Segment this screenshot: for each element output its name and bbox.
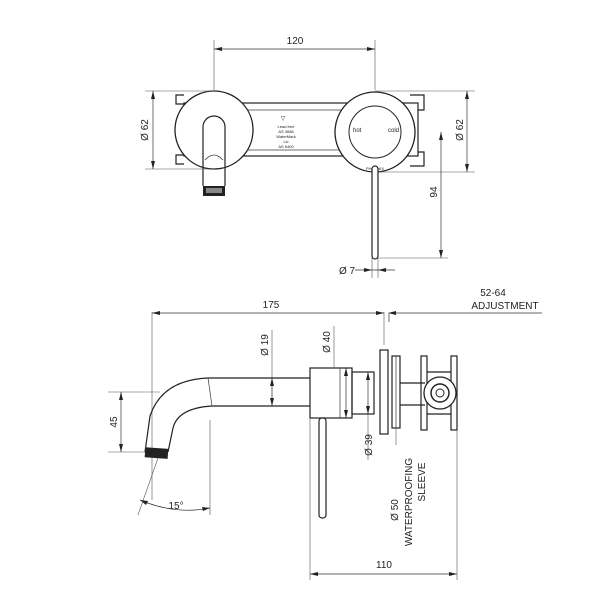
- dim-text-15: 15°: [168, 501, 183, 512]
- arrow-45-bottom: [119, 444, 123, 452]
- arrow-39-top: [366, 372, 370, 380]
- arrow-40-top: [344, 368, 348, 376]
- dim-text-94: 94: [429, 186, 440, 198]
- spout-top-view: [202, 115, 226, 186]
- arrow-110-left: [310, 572, 318, 576]
- side-view: 52-64 ADJUSTMENT 175: [108, 288, 542, 580]
- dim-text-120: 120: [287, 36, 304, 47]
- arrow-15-left: [140, 500, 148, 505]
- dim-text-45: 45: [109, 416, 120, 428]
- valve-core: [430, 383, 450, 403]
- arrow-adj-left: [388, 311, 396, 315]
- arrow-110-right: [449, 572, 457, 576]
- cert-line-1: Lead free: [278, 124, 296, 129]
- spout-nozzle: [144, 447, 169, 459]
- spout-joint: [207, 377, 213, 407]
- arrow-19-top: [270, 378, 274, 386]
- angle-ref-slanted: [137, 457, 159, 516]
- bracket-tab-left-bottom: [175, 154, 184, 165]
- mixer-escutcheon-side: [379, 349, 389, 435]
- lever-handle-side: [318, 417, 327, 519]
- lever-handle: [371, 165, 379, 260]
- waterproofing-label: WATERPROOFING: [404, 458, 415, 547]
- spout-outlet-inner: [206, 188, 222, 193]
- dim-text-110: 110: [376, 560, 392, 571]
- arrow-40-bottom: [344, 410, 348, 418]
- cert-logo: ▽: [281, 116, 286, 122]
- valve-body: [423, 376, 457, 410]
- cert-line-4: Lic: [283, 139, 288, 144]
- bracket-tab-left: [175, 94, 184, 105]
- dim-text-62r: Ø 62: [455, 119, 466, 141]
- dim-text-39: Ø 39: [364, 434, 375, 456]
- mixer-collar: [351, 371, 375, 415]
- cold-label: cold: [388, 128, 399, 134]
- arrow-175-left: [152, 311, 160, 315]
- cert-line-3: WaterMark: [276, 134, 295, 139]
- sleeve-label: SLEEVE: [417, 462, 428, 501]
- arrow-120-right: [367, 47, 375, 51]
- dim-text-50: Ø 50: [390, 499, 401, 521]
- arrow-94-bottom: [439, 250, 443, 258]
- adjustment-range: 52-64: [480, 288, 506, 299]
- valve-core-inner: [435, 388, 445, 398]
- mixer-escutcheon: [334, 91, 416, 173]
- spout-escutcheon: [174, 90, 254, 170]
- cert-line-5: AS 6400: [278, 144, 294, 149]
- bracket-tab-right: [410, 94, 425, 111]
- bracket-tab-right-bottom: [410, 151, 425, 167]
- arrow-7-left: [364, 268, 372, 272]
- arrow-62l-bottom: [151, 161, 155, 169]
- dim-text-175: 175: [263, 300, 280, 311]
- arrow-94-top: [439, 132, 443, 140]
- certification-marks: ▽ Lead free AS 3688 WaterMark Lic AS 640…: [276, 116, 295, 149]
- mixer-handle-hub: [348, 105, 402, 159]
- arrow-62l-top: [151, 91, 155, 99]
- front-view: ▽ Lead free AS 3688 WaterMark Lic AS 640…: [140, 36, 475, 278]
- spout-body: [144, 377, 310, 453]
- arrow-62r-top: [465, 91, 469, 99]
- hot-label: hot: [353, 128, 362, 134]
- dim-text-62l: Ø 62: [140, 119, 151, 141]
- arrow-7-right: [378, 268, 386, 272]
- adjustment-label: ADJUSTMENT: [471, 301, 538, 312]
- arrow-15-right: [202, 507, 210, 511]
- arrow-39-bottom: [366, 406, 370, 414]
- spout-curve-shade: [204, 154, 224, 161]
- dim-text-40: Ø 40: [322, 331, 333, 353]
- arrow-62r-bottom: [465, 164, 469, 172]
- arrow-175-right: [376, 311, 384, 315]
- dim-text-19: Ø 19: [260, 334, 271, 356]
- arrow-120-left: [214, 47, 222, 51]
- dim-text-7: Ø 7: [339, 266, 356, 277]
- cert-line-2: AS 3688: [278, 129, 294, 134]
- arrow-45-top: [119, 392, 123, 400]
- arrow-19-bottom: [270, 398, 274, 406]
